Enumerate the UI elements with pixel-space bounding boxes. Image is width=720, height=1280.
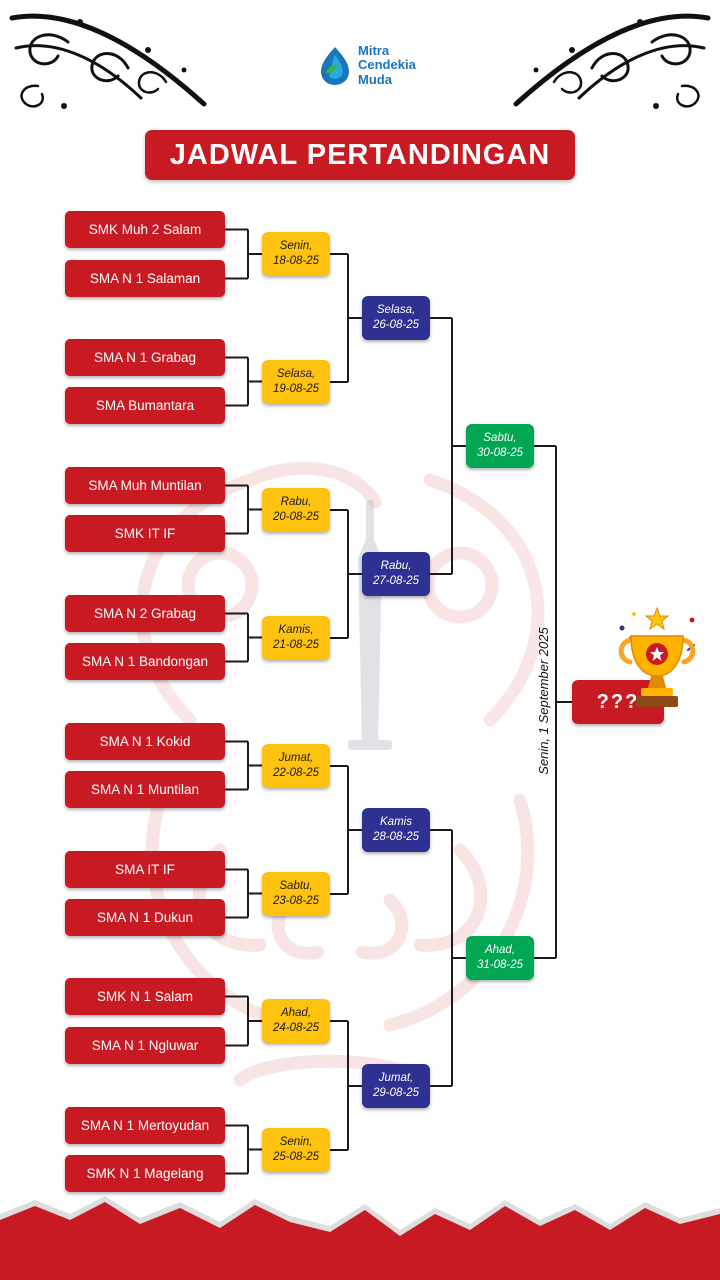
match-day: Rabu, — [280, 496, 312, 509]
logo-line1: Mitra — [358, 43, 390, 58]
quarterfinal-date-box: Rabu, 27-08-25 — [362, 552, 430, 596]
match-date-box: Senin, 18-08-25 — [262, 232, 330, 276]
match-day: Selasa, — [276, 368, 316, 381]
team-box: SMK N 1 Magelang — [65, 1155, 225, 1192]
match-day: Sabtu, — [483, 432, 517, 445]
match-date-box: Sabtu, 23-08-25 — [262, 872, 330, 916]
page-title: JADWAL PERTANDINGAN — [145, 130, 575, 180]
match-date: 27-08-25 — [372, 575, 420, 587]
match-date: 31-08-25 — [476, 959, 524, 971]
match-day: Ahad, — [280, 1007, 312, 1020]
match-date: 26-08-25 — [372, 319, 420, 331]
match-date-box: Selasa, 19-08-25 — [262, 360, 330, 404]
quarterfinal-date-box: Kamis 28-08-25 — [362, 808, 430, 852]
logo-mark-icon — [321, 47, 349, 86]
quarterfinal-date-box: Selasa, 26-08-25 — [362, 296, 430, 340]
team-box: SMA Muh Muntilan — [65, 467, 225, 504]
match-date: 22-08-25 — [272, 767, 320, 779]
logo-line3: Muda — [358, 71, 392, 87]
match-day: Jumat, — [378, 1072, 414, 1085]
team-box: SMA N 1 Muntilan — [65, 771, 225, 808]
match-day: Ahad, — [484, 944, 516, 957]
team-box: SMK N 1 Salam — [65, 978, 225, 1015]
team-box: SMA N 1 Mertoyudan — [65, 1107, 225, 1144]
match-day: Selasa, — [376, 304, 416, 317]
logo-text: Mitra Cendekia Muda — [358, 43, 416, 87]
team-box: SMA N 2 Grabag — [65, 595, 225, 632]
match-day: Jumat, — [278, 752, 314, 765]
team-box: SMA N 1 Ngluwar — [65, 1027, 225, 1064]
match-day: Sabtu, — [279, 880, 313, 893]
match-date-box: Rabu, 20-08-25 — [262, 488, 330, 532]
match-date-box: Ahad, 24-08-25 — [262, 999, 330, 1043]
match-date: 24-08-25 — [272, 1022, 320, 1034]
team-box: SMK Muh 2 Salam — [65, 211, 225, 248]
team-box: SMA IT IF — [65, 851, 225, 888]
semifinal-date-box: Ahad, 31-08-25 — [466, 936, 534, 980]
team-box: SMA N 1 Dukun — [65, 899, 225, 936]
match-date: 30-08-25 — [476, 447, 524, 459]
team-box: SMA Bumantara — [65, 387, 225, 424]
match-date: 20-08-25 — [272, 511, 320, 523]
match-date-box: Kamis, 21-08-25 — [262, 616, 330, 660]
match-date: 19-08-25 — [272, 383, 320, 395]
logo: Mitra Cendekia Muda — [318, 43, 416, 87]
match-date: 25-08-25 — [272, 1151, 320, 1163]
match-day: Kamis — [380, 816, 412, 829]
trophy-icon — [618, 606, 696, 707]
match-day: Senin, — [279, 1136, 313, 1149]
match-date: 29-08-25 — [372, 1087, 420, 1099]
match-date: 28-08-25 — [372, 831, 420, 843]
match-date: 18-08-25 — [272, 255, 320, 267]
flourish-icon — [513, 13, 711, 109]
match-date: 21-08-25 — [272, 639, 320, 651]
team-box: SMA N 1 Kokid — [65, 723, 225, 760]
semifinal-date-box: Sabtu, 30-08-25 — [466, 424, 534, 468]
flourish-icon — [9, 13, 207, 109]
match-date-box: Jumat, 22-08-25 — [262, 744, 330, 788]
match-day: Kamis, — [278, 624, 314, 637]
match-date-box: Senin, 25-08-25 — [262, 1128, 330, 1172]
team-box: SMA N 1 Bandongan — [65, 643, 225, 680]
match-day: Senin, — [279, 240, 313, 253]
match-date: 23-08-25 — [272, 895, 320, 907]
quarterfinal-date-box: Jumat, 29-08-25 — [362, 1064, 430, 1108]
match-day: Rabu, — [380, 560, 412, 573]
logo-line2: Cendekia — [358, 57, 416, 73]
team-box: SMK IT IF — [65, 515, 225, 552]
team-box: SMA N 1 Grabag — [65, 339, 225, 376]
team-box: SMA N 1 Salaman — [65, 260, 225, 297]
